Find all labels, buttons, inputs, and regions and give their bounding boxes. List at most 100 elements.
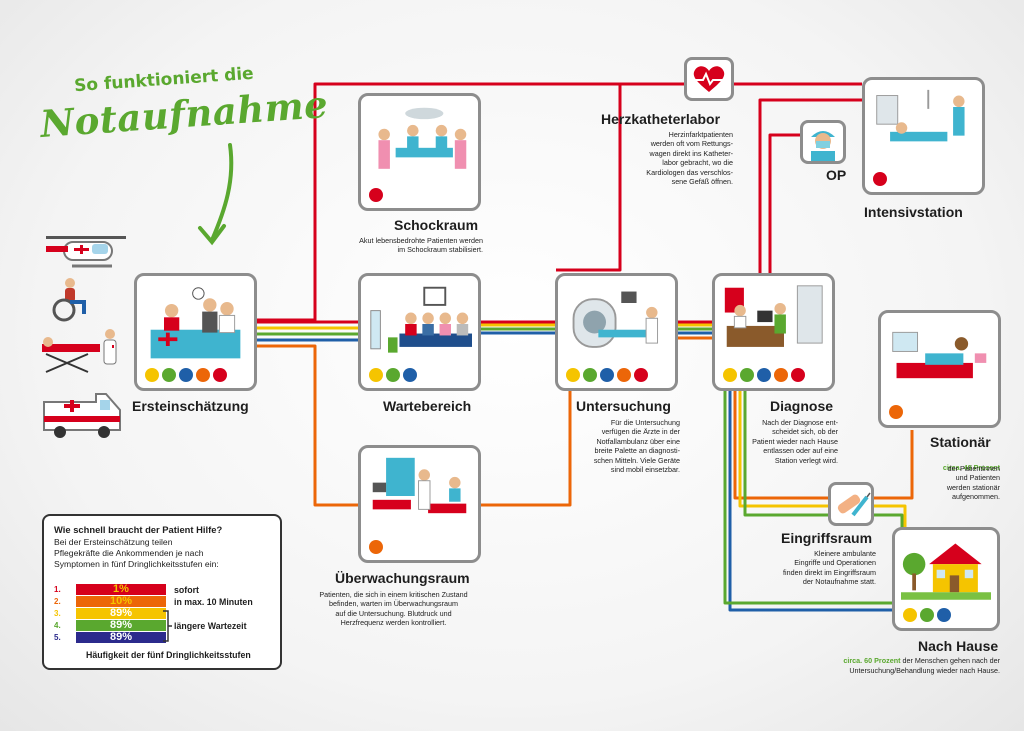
urgency-dot (403, 368, 417, 382)
urgency-dot (791, 368, 805, 382)
station-ersteinschaetzung-title: Ersteinschätzung (132, 398, 249, 414)
legend-title: Wie schnell braucht der Patient Hilfe? (54, 524, 223, 535)
urgency-dot (213, 368, 227, 382)
arrow-down-icon (198, 143, 234, 246)
station-stationaer-text: der Patientinnen und Patienten werden st… (946, 464, 1000, 502)
station-nach-hause-text: circa. 60 Prozent der Menschen gehen nac… (760, 656, 1000, 665)
urgency-dot (889, 405, 903, 419)
station-ersteinschaetzung-box[interactable] (134, 273, 257, 391)
urgency-dots (723, 368, 805, 382)
right-green (743, 390, 904, 530)
legend-label-later: längere Wartezeit (174, 621, 247, 631)
station-intensivstation-box[interactable] (862, 77, 985, 195)
urgency-dots (369, 368, 417, 382)
resuscitation-team-icon (378, 107, 467, 169)
legend-level-bar: 10% (76, 596, 166, 607)
urgency-dot (386, 368, 400, 382)
urgency-dot (757, 368, 771, 382)
intensive-care-icon (876, 89, 965, 142)
house-icon (901, 543, 991, 600)
station-herzkatheterlabor-text: Herzinfarktpatienten werden oft vom Rett… (646, 130, 733, 187)
station-untersuchung-box[interactable] (555, 273, 678, 391)
main-blue (256, 331, 712, 342)
main-green (256, 327, 712, 336)
urgency-dot (369, 368, 383, 382)
main-yellow (256, 323, 712, 330)
station-stationaer-box[interactable] (878, 310, 1001, 428)
herzkatheter-box[interactable] (684, 57, 734, 101)
urgency-dot (179, 368, 193, 382)
station-nach-hause-highlight: circa. 60 Prozent (843, 656, 901, 665)
right-yellow (738, 390, 907, 530)
urgency-dots (369, 540, 383, 554)
legend-level-5: 5. 89% (54, 632, 166, 643)
station-diagnose-text: Nach der Diagnose ent- scheidet sich, ob… (752, 418, 838, 465)
eingriffsraum-box[interactable] (828, 482, 874, 526)
urgency-dot (723, 368, 737, 382)
surgeon-icon (811, 131, 835, 161)
legend-level-bar: 1% (76, 584, 166, 595)
station-stationaer-highlight: circa. 40 Prozent (942, 463, 1000, 473)
station-stationaer-title: Stationär (930, 434, 991, 450)
station-diagnose-box[interactable] (712, 273, 835, 391)
urgency-dot (196, 368, 210, 382)
legend-level-2: 2. 10% (54, 596, 166, 607)
station-nach-hause-title: Nach Hause (918, 638, 999, 654)
waiting-room-icon (370, 286, 472, 353)
wheelchair-patient-icon (52, 278, 86, 322)
urgency-dot (903, 608, 917, 622)
station-op-title: OP (826, 167, 847, 183)
legend-level-4: 4. 89% (54, 620, 166, 631)
orange-route (256, 344, 572, 507)
bandage-syringe-icon (837, 492, 871, 517)
station-eingriffsraum-title: Eingriffsraum (781, 530, 873, 546)
urgency-dot (600, 368, 614, 382)
legend-level-num: 4. (54, 621, 61, 630)
op-box[interactable] (800, 120, 846, 164)
urgency-dot (920, 608, 934, 622)
urgency-dot (583, 368, 597, 382)
urgency-dot (634, 368, 648, 382)
legend-text: Bei der Ersteinschätzung teilen Pflegekr… (54, 537, 219, 569)
urgency-dot (774, 368, 788, 382)
station-nach-hause-text-line2: Untersuchung/Behandlung wieder nach Haus… (849, 666, 1000, 675)
legend-level-num: 1. (54, 585, 61, 594)
legend-label-10min: in max. 10 Minuten (174, 597, 253, 607)
right-orange (733, 390, 914, 500)
station-herzkatheterlabor-title: Herzkatheterlabor (601, 111, 721, 127)
station-wartebereich-box[interactable] (358, 273, 481, 391)
urgency-legend: Wie schnell braucht der Patient Hilfe? B… (42, 514, 282, 670)
station-schockraum-text: Akut lebensbedrohte Patienten werden im … (359, 236, 483, 255)
station-nach-hause-box[interactable] (892, 527, 1000, 631)
station-ueberwachungsraum-box[interactable] (358, 445, 481, 563)
station-schockraum-box[interactable] (358, 93, 481, 211)
helicopter-icon (46, 236, 126, 268)
heart-monitor-icon (693, 66, 725, 92)
red-route-herz (556, 84, 622, 272)
stretcher-patient-icon (42, 329, 117, 373)
urgency-dot (369, 540, 383, 554)
mri-scanner-icon (572, 291, 659, 348)
station-wartebereich-title: Wartebereich (383, 398, 472, 414)
red-route-op (768, 133, 800, 275)
doctor-consultation-icon (724, 285, 823, 347)
station-diagnose-title: Diagnose (770, 398, 834, 414)
legend-level-bar: 89% (76, 632, 166, 643)
legend-level-bar: 89% (76, 608, 166, 619)
legend-level-num: 2. (54, 597, 61, 606)
red-route (256, 82, 862, 322)
station-intensivstation-title: Intensivstation (864, 204, 963, 220)
urgency-dots (145, 368, 227, 382)
station-untersuchung-title: Untersuchung (576, 398, 671, 414)
right-green-2 (723, 390, 900, 605)
legend-bracket-icon (163, 610, 172, 642)
station-ueberwachungsraum-text: Patienten, die sich in einem kritischen … (319, 590, 468, 628)
ambulance-icon (43, 393, 121, 438)
legend-level-num: 3. (54, 609, 61, 618)
urgency-dot (740, 368, 754, 382)
urgency-dot (937, 608, 951, 622)
urgency-dot (145, 368, 159, 382)
red-route-intensiv (758, 98, 862, 275)
station-schockraum-title: Schockraum (394, 217, 479, 233)
station-ueberwachungsraum-title: Überwachungsraum (335, 570, 470, 586)
